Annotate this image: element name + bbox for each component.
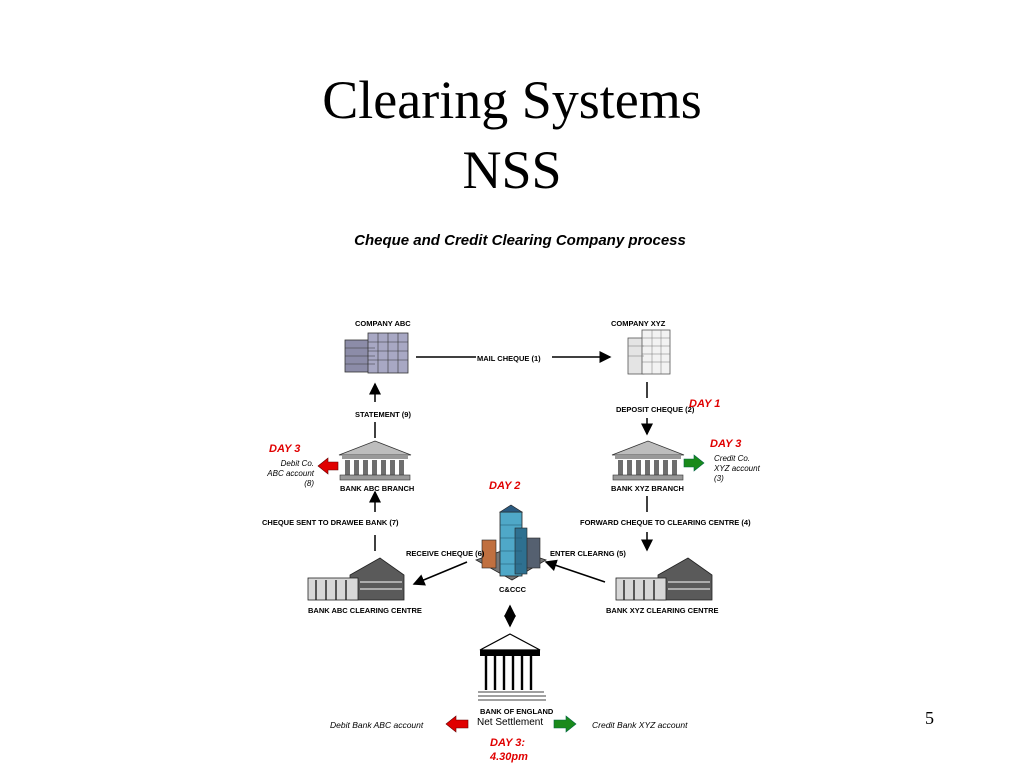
bank-icon bbox=[338, 440, 412, 481]
credit-bank-xyz-label: Credit Bank XYZ account bbox=[592, 720, 688, 730]
day2-label: DAY 2 bbox=[489, 480, 521, 492]
day3-left-label: DAY 3 bbox=[269, 443, 301, 455]
credit-xyz-account-note: Credit Co. XYZ account (3) bbox=[714, 454, 760, 484]
flow-arrows bbox=[369, 351, 653, 628]
forward-cheque-label: FORWARD CHEQUE TO CLEARING CENTRE (4) bbox=[580, 518, 751, 527]
bank-abc-branch-label: BANK ABC BRANCH bbox=[340, 484, 415, 493]
debit-abc-line2: ABC account bbox=[267, 469, 314, 478]
debit-bank-abc-label: Debit Bank ABC account bbox=[330, 720, 424, 730]
company-abc-label: COMPANY ABC bbox=[355, 319, 411, 328]
bank-xyz-branch-label: BANK XYZ BRANCH bbox=[611, 484, 684, 493]
bank-of-england-icon bbox=[478, 633, 546, 701]
arrow-right-icon bbox=[553, 715, 577, 733]
debit-abc-account-note: Debit Co. ABC account (8) bbox=[258, 459, 314, 489]
receive-cheque-label: RECEIVE CHEQUE (6) bbox=[406, 549, 485, 558]
statement-label: STATEMENT (9) bbox=[355, 410, 411, 419]
settlement-time-label: 4.30pm bbox=[490, 751, 528, 763]
cccc-label: C&CCC bbox=[499, 585, 527, 594]
bank-abc-clearing-label: BANK ABC CLEARING CENTRE bbox=[308, 606, 422, 615]
company-xyz-label: COMPANY XYZ bbox=[611, 319, 666, 328]
page-number: 5 bbox=[925, 708, 934, 728]
slide-title-line2: NSS bbox=[462, 140, 562, 200]
enter-clearing-label: ENTER CLEARNG (5) bbox=[550, 549, 626, 558]
arrow-left-icon bbox=[445, 715, 469, 733]
day1-label: DAY 1 bbox=[689, 398, 721, 410]
deposit-cheque-label: DEPOSIT CHEQUE (2) bbox=[616, 405, 695, 414]
credit-xyz-line1: Credit Co. bbox=[714, 454, 751, 463]
clearing-centre-icon bbox=[615, 557, 713, 601]
day3-settlement-label: DAY 3: bbox=[490, 737, 526, 749]
day3-right-label: DAY 3 bbox=[710, 438, 742, 450]
cheque-sent-label: CHEQUE SENT TO DRAWEE BANK (7) bbox=[262, 518, 399, 527]
tower-building-icon bbox=[627, 329, 671, 375]
mail-cheque-label: MAIL CHEQUE (1) bbox=[477, 354, 541, 363]
net-settlement-label: Net Settlement bbox=[477, 717, 544, 728]
bank-of-england-label: BANK OF ENGLAND bbox=[480, 707, 554, 716]
diagram-subtitle: Cheque and Credit Clearing Company proce… bbox=[354, 232, 686, 249]
credit-xyz-line2: XYZ account bbox=[714, 464, 760, 473]
clearing-centre-icon bbox=[307, 557, 405, 601]
debit-abc-line3: (8) bbox=[304, 479, 314, 488]
arrow-right-icon bbox=[683, 454, 705, 472]
arrow-left-icon bbox=[317, 457, 339, 475]
bank-xyz-clearing-label: BANK XYZ CLEARING CENTRE bbox=[606, 606, 719, 615]
debit-abc-line1: Debit Co. bbox=[280, 459, 314, 468]
credit-xyz-line3: (3) bbox=[714, 474, 724, 483]
bank-icon bbox=[611, 440, 685, 481]
office-building-icon bbox=[344, 332, 409, 374]
skyscraper-icon bbox=[475, 504, 547, 581]
slide-title-line1: Clearing Systems bbox=[322, 70, 702, 130]
